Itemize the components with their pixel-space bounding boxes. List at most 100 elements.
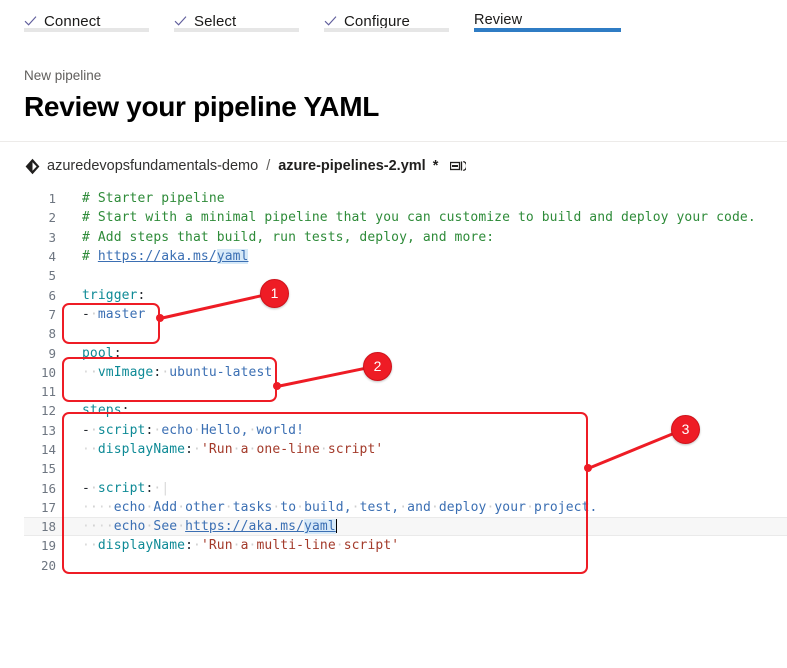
code-token-punct: : (113, 345, 122, 361)
code-token-punct: : (121, 403, 130, 419)
wizard-tab-label: Configure (344, 12, 410, 30)
code-text[interactable]: -·master (56, 307, 145, 322)
code-token-dot: · (193, 538, 201, 554)
code-line[interactable]: 5 (24, 266, 787, 285)
line-number: 6 (48, 287, 56, 303)
code-token-val: tasks (232, 499, 273, 515)
code-text[interactable]: pool: (56, 346, 122, 361)
code-token-dot: · (193, 422, 201, 438)
wizard-tab-underline-active (474, 28, 621, 32)
code-token-dot: · (145, 519, 154, 535)
code-text[interactable]: ··displayName:·'Run·a·multi-line·script' (56, 538, 399, 553)
code-line[interactable]: 10··vmImage:·ubuntu-latest (24, 363, 787, 382)
code-text[interactable]: # Start with a minimal pipeline that you… (56, 210, 756, 225)
code-token-punct: : (153, 364, 162, 380)
line-number: 15 (40, 461, 56, 477)
code-token-dot: · (89, 499, 98, 515)
line-number: 16 (40, 480, 56, 496)
code-line[interactable]: 16-·script:·| (24, 478, 787, 497)
code-line[interactable]: 7-·master (24, 305, 787, 324)
line-number: 19 (40, 538, 56, 554)
code-token-key: displayName (97, 442, 186, 457)
code-token-key: script (97, 480, 146, 496)
code-text[interactable]: ··displayName:·'Run·a·one-line·script' (56, 442, 383, 457)
code-token-punct: : (185, 538, 194, 554)
code-token-comment: # Start with a minimal pipeline that you… (82, 210, 756, 226)
code-text[interactable]: steps: (56, 403, 130, 418)
code-token-dot: · (153, 480, 162, 496)
code-token-val: master (97, 306, 146, 322)
code-token-dot: · (319, 442, 328, 457)
check-icon (24, 15, 37, 28)
line-number: 8 (48, 326, 56, 342)
code-text[interactable]: # https://aka.ms/yaml (56, 249, 249, 265)
editor-settings-icon[interactable] (450, 159, 468, 173)
code-token-comment: # (82, 249, 98, 265)
code-token-str: 'Run (200, 442, 233, 457)
header-divider (0, 141, 787, 142)
code-line[interactable]: 17····echo·Add·other·tasks·to·build,·tes… (24, 498, 787, 517)
code-line[interactable]: 11 (24, 382, 787, 401)
code-token-guide: · (82, 519, 90, 535)
code-line[interactable]: 13-·script:·echo·Hello,·world! (24, 421, 787, 440)
code-token-dot: · (89, 364, 98, 380)
code-line[interactable]: 1# Starter pipeline (24, 189, 787, 208)
page-header: New pipeline Review your pipeline YAML (0, 47, 787, 125)
wizard-tab-label: Review (474, 12, 523, 28)
code-token-val: ubuntu-latest (169, 364, 273, 380)
pipeline-wizard-tabs: Connect Select Configure Review (0, 0, 787, 47)
code-token-dot: · (430, 499, 439, 515)
code-line[interactable]: 19··displayName:·'Run·a·multi-line·scrip… (24, 536, 787, 555)
text-cursor (335, 519, 338, 534)
code-token-val: test, (359, 499, 400, 515)
line-number: 9 (48, 345, 56, 361)
yaml-code-editor[interactable]: 1# Starter pipeline 2 # Start with a minim… (0, 189, 787, 575)
code-text[interactable]: ····echo·See·https://aka.ms/yaml (56, 519, 338, 535)
code-token-dot: · (486, 499, 495, 515)
code-token-key: steps (82, 403, 122, 419)
code-token-url: https://aka.ms/ (185, 519, 305, 535)
code-line[interactable]: 4# https://aka.ms/yaml (24, 247, 787, 266)
code-line[interactable]: 3# Add steps that build, run tests, depl… (24, 228, 787, 247)
code-token-dot: · (161, 364, 170, 380)
line-number: 2 (48, 210, 56, 226)
line-number: 10 (40, 364, 56, 380)
code-line[interactable]: 15 (24, 459, 787, 478)
wizard-tab-select[interactable]: Select (174, 0, 324, 32)
code-text[interactable]: trigger: (56, 288, 145, 303)
code-text[interactable]: # Starter pipeline (56, 191, 225, 206)
check-icon (324, 15, 337, 28)
code-token-guide: · (97, 499, 106, 515)
code-token-dot: · (89, 306, 98, 322)
code-line[interactable]: 2 # Start with a minimal pipeline that yo… (24, 208, 787, 227)
code-line[interactable]: 18····echo·See·https://aka.ms/yaml (24, 517, 787, 537)
code-token-key: vmImage (97, 364, 154, 380)
code-text[interactable]: # Add steps that build, run tests, deplo… (56, 230, 494, 245)
code-token-punct: : (185, 442, 194, 457)
code-text[interactable]: -·script:·echo·Hello,·world! (56, 423, 304, 438)
code-line[interactable]: 8 (24, 324, 787, 343)
code-token-dot: · (335, 538, 344, 554)
code-token-str: script' (343, 538, 400, 554)
code-line[interactable]: 20 (24, 556, 787, 575)
wizard-tab-connect[interactable]: Connect (24, 0, 174, 32)
code-text[interactable]: -·script:·| (56, 481, 169, 496)
wizard-tab-label: Connect (44, 12, 101, 30)
check-icon (174, 15, 187, 28)
code-text[interactable]: ··vmImage:·ubuntu-latest (56, 365, 272, 380)
code-text[interactable]: ····echo·Add·other·tasks·to·build,·test,… (56, 500, 597, 515)
code-line[interactable]: 14··displayName:·'Run·a·one-line·script' (24, 440, 787, 459)
code-token-dot: · (248, 422, 257, 438)
code-token-val: Add (153, 499, 178, 515)
repo-name[interactable]: azuredevopsfundamentals-demo (47, 158, 259, 174)
wizard-tab-review[interactable]: Review (474, 0, 646, 32)
code-token-punct: - (82, 422, 90, 438)
file-name[interactable]: azure-pipelines-2.yml (278, 158, 426, 174)
code-token-val: echo (161, 422, 194, 438)
wizard-tab-configure[interactable]: Configure (324, 0, 474, 32)
wizard-tab-underline (324, 28, 449, 32)
code-token-val: echo (113, 519, 146, 535)
